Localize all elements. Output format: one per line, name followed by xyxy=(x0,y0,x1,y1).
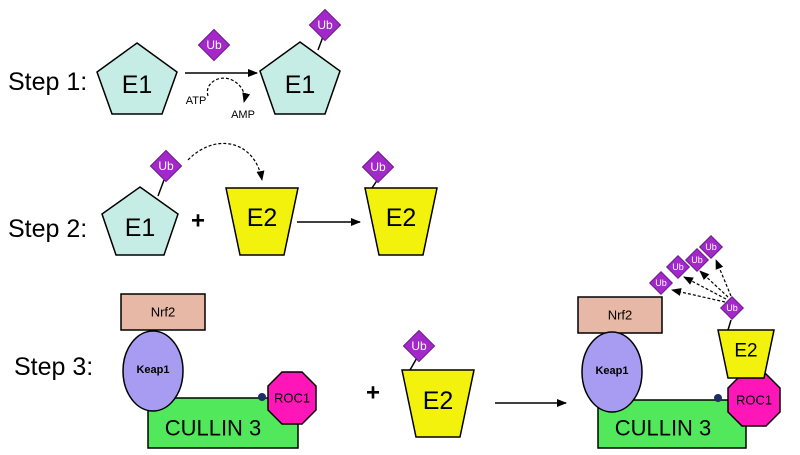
step-1-label: Step 1: xyxy=(8,68,87,96)
nrf2-label: Nrf2 xyxy=(151,305,176,320)
e2-enzyme xyxy=(717,329,775,379)
svg-text:Ub: Ub xyxy=(691,255,703,265)
ubiquitin: Ub xyxy=(149,149,183,183)
ubiquitin: Ub xyxy=(361,150,395,184)
e2-enzyme: E2 xyxy=(364,187,438,256)
plus-sign: + xyxy=(366,380,380,407)
e1-enzyme: E1 xyxy=(96,42,178,115)
e2-enzyme: E2 xyxy=(225,187,299,256)
thioester-bond xyxy=(727,319,732,331)
atp-label: ATP xyxy=(186,95,207,107)
roc1-ring xyxy=(267,371,317,425)
ub-label: Ub xyxy=(411,339,427,353)
e1-enzyme: E1 xyxy=(101,186,179,256)
e1-label: E1 xyxy=(125,214,156,242)
atp-amp-curved-arrow xyxy=(206,77,251,103)
keap1-label: Keap1 xyxy=(136,364,169,376)
ub-label: Ub xyxy=(370,160,386,174)
ubiquitin: Ub xyxy=(197,28,231,62)
keap1-adaptor xyxy=(581,331,643,413)
e2-label: E2 xyxy=(247,204,278,232)
keap1-label: Keap1 xyxy=(595,365,628,377)
ubiquitin: Ub xyxy=(308,8,342,42)
neddylation-dot xyxy=(714,394,722,402)
neddylation-dot xyxy=(258,393,266,401)
svg-text:Ub: Ub xyxy=(705,242,717,252)
e1-label: E1 xyxy=(285,71,316,99)
e2-label: E2 xyxy=(423,387,454,415)
ubiquitin-chain: Ub Ub Ub Ub Ub xyxy=(648,234,745,321)
thioester-bond xyxy=(157,179,165,197)
ub-chain-arrows xyxy=(671,259,732,303)
ub-transfer-arrow xyxy=(187,142,265,181)
e2-label: E2 xyxy=(386,204,417,232)
nrf2-label: Nrf2 xyxy=(608,308,633,323)
svg-text:Ub: Ub xyxy=(672,262,684,272)
ub-label: Ub xyxy=(206,38,222,52)
roc1-label: ROC1 xyxy=(274,391,310,406)
nrf2-substrate xyxy=(120,293,206,331)
ubiquitinated-complex: CULLIN 3 Nrf2 Keap1 ROC1 E2 Ub Ub Ub Ub … xyxy=(577,234,781,449)
keap1-adaptor xyxy=(122,330,184,412)
plus-sign: + xyxy=(191,208,205,235)
amp-label: AMP xyxy=(231,109,255,121)
ub-label: Ub xyxy=(317,18,333,32)
cullin3-complex: CULLIN 3 Nrf2 Keap1 ROC1 xyxy=(120,293,317,449)
svg-text:Ub: Ub xyxy=(726,303,738,313)
ub-label: Ub xyxy=(158,159,174,173)
step-2-label: Step 2: xyxy=(8,215,87,243)
e2-label: E2 xyxy=(734,341,757,362)
ubiquitin: Ub xyxy=(402,329,436,363)
step-3-label: Step 3: xyxy=(14,353,93,381)
e1-label: E1 xyxy=(122,71,153,99)
e2-enzyme: E2 xyxy=(401,369,475,438)
svg-text:Ub: Ub xyxy=(655,278,667,288)
cullin3-label: CULLIN 3 xyxy=(615,416,712,441)
e1-enzyme: E1 xyxy=(259,41,341,115)
roc1-label: ROC1 xyxy=(736,393,772,408)
roc1-ring xyxy=(727,373,781,427)
cullin3-label: CULLIN 3 xyxy=(165,416,262,441)
